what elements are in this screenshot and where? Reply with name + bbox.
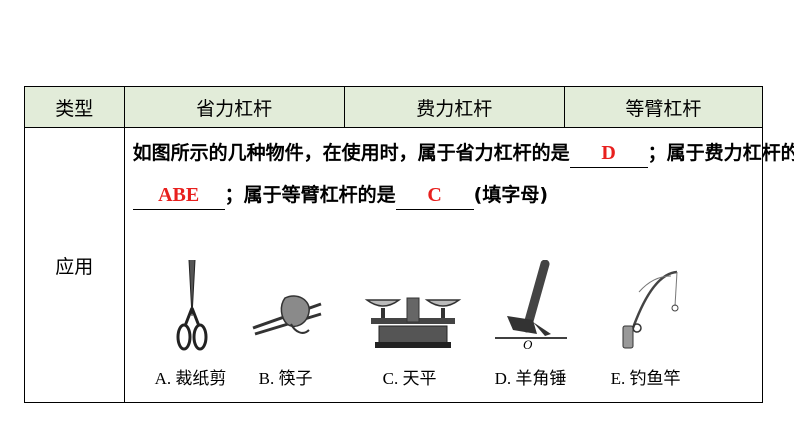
header-row: 类型 省力杠杆 费力杠杆 等臂杠杆: [24, 86, 764, 128]
answer-blank-1[interactable]: D: [569, 137, 648, 168]
item-caption-e: E. 钓鱼竿: [610, 369, 681, 388]
header-equal-arm: 等臂杠杆: [563, 86, 764, 128]
chopsticks-icon: [252, 295, 322, 336]
header-force-saving: 省力杠杆: [123, 86, 345, 128]
header-force-costing: 费力杠杆: [343, 86, 565, 128]
item-caption-d: D. 羊角锤: [494, 369, 567, 388]
claw-hammer-icon: O: [494, 260, 567, 350]
question-part3: ；属于等臂杠杆的是: [224, 184, 396, 206]
question-part2: ；属于费力杠杆的是: [647, 142, 794, 164]
answer-blank-3[interactable]: C: [395, 179, 474, 210]
row-label-application: 应用: [24, 127, 125, 403]
lever-table: 类型 省力杠杆 费力杠杆 等臂杠杆 应用 如图所示的几种物件，在使用时，属于省力…: [24, 86, 794, 403]
fulcrum-label: O: [523, 337, 533, 350]
answer-blank-2[interactable]: ABE: [132, 179, 225, 210]
item-caption-c: C. 天平: [382, 369, 437, 388]
scissors-icon: [176, 259, 208, 351]
item-caption-a: A. 裁纸剪: [154, 369, 227, 388]
balance-scale-icon: [364, 297, 461, 348]
fishing-rod-icon: [622, 270, 679, 349]
question-part1: 如图所示的几种物件，在使用时，属于省力杠杆的是: [132, 142, 570, 164]
item-caption-b: B. 筷子: [258, 369, 313, 388]
question-part4: (填字母): [473, 184, 549, 206]
header-type: 类型: [24, 86, 125, 128]
